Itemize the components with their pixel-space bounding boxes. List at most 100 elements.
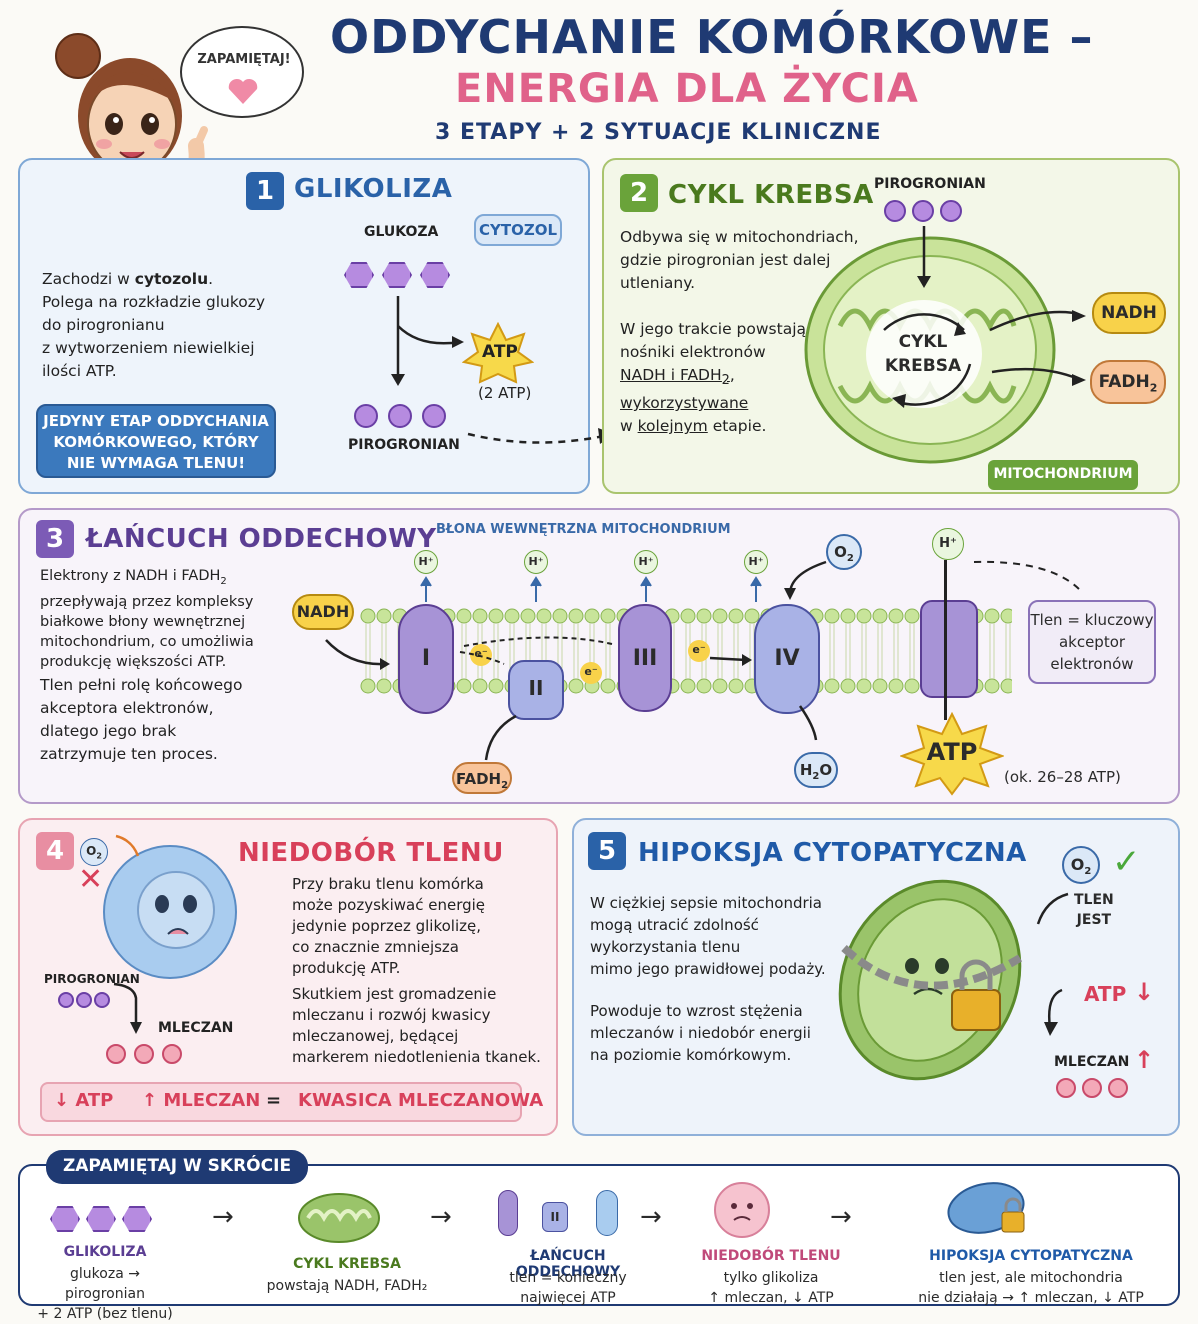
glukoza-label: GLUKOZA [364, 224, 439, 240]
proton-badge: H⁺ [634, 550, 658, 574]
speech-bubble-text: ZAPAMIĘTAJ! [197, 52, 291, 67]
hipoksja-atp-label: ATP [1084, 982, 1127, 1006]
heart-icon [228, 78, 258, 104]
summary-arrow: → [430, 1202, 452, 1232]
step-number-5: 5 [588, 832, 626, 870]
mini-complex-icon [596, 1190, 618, 1236]
panel-title-niedobor: NIEDOBÓR TLENU [238, 838, 504, 868]
summary-desc-niedobor: tylko glikoliza ↑ mleczan, ↓ ATP [708, 1270, 834, 1306]
summary-title-hipoksja: HIPOKSJA CYTOPATYCZNA [929, 1248, 1133, 1264]
lactate-dot [1108, 1078, 1128, 1098]
complex-II-label: II [528, 676, 544, 700]
nadh-badge: NADH [1092, 292, 1166, 334]
nadh-badge: NADH [292, 594, 354, 630]
fadh2-badge: FADH2 [1090, 360, 1166, 404]
atp-star-icon [900, 712, 1004, 796]
complex-II [508, 660, 564, 720]
complex-III-label: III [632, 646, 658, 671]
panel-title-glikoliza: GLIKOLIZA [294, 174, 453, 204]
atp-synthase-arrow [944, 560, 947, 720]
lactate-dot [1056, 1078, 1076, 1098]
mini-complex-icon [498, 1190, 518, 1236]
complex-III [618, 604, 672, 712]
oxygen-badge: O2 [826, 534, 862, 570]
sad-cell-illustration [103, 834, 237, 979]
atp-label: ATP [926, 738, 978, 766]
pyruvate-dot [884, 200, 906, 222]
pirogronian-label: PIROGRONIAN [348, 437, 460, 453]
checkmark-icon: ✓ [1112, 842, 1141, 882]
summary-label: ZAPAMIĘTAJ W SKRÓCIE [46, 1150, 308, 1184]
summary-title-krebs: CYKL KREBSA [293, 1256, 401, 1272]
lancuch-description: Elektrony z NADH i FADH2 przepływają prz… [40, 568, 254, 670]
pyruvate-dot [354, 404, 378, 428]
pyruvate-dot [388, 404, 412, 428]
summary-desc-krebs: powstają NADH, FADH₂ [266, 1278, 428, 1294]
oxygen-badge: O2 [1062, 846, 1100, 884]
arrow-up-icon: ↑ [1134, 1046, 1155, 1074]
summary-desc-hipoksja: tlen jest, ale mitochondria nie działają… [918, 1270, 1144, 1306]
cross-icon: ✕ [78, 862, 104, 897]
panel-title-hipoksja: HIPOKSJA CYTOPATYCZNA [638, 838, 1027, 868]
krebs-description-2: W jego trakcie powstają nośniki elektron… [620, 320, 807, 436]
lactate-dot [1082, 1078, 1102, 1098]
dashed-arrow-to-krebs [467, 428, 614, 444]
product-arrowheads [1072, 310, 1086, 386]
panel-title-lancuch: ŁAŃCUCH ODDECHOWY [86, 524, 437, 554]
page-title-line2: ENERGIA DLA ŻYCIA [455, 66, 919, 112]
proton-badge: H⁺ [524, 550, 548, 574]
locked-mitochondrium-illustration [838, 879, 1023, 1081]
fadh2-badge: FADH2 [452, 762, 512, 794]
mitochondrium-icon [298, 1193, 380, 1243]
hipoksja-mleczan-label: MLECZAN [1054, 1054, 1130, 1070]
proton-badge: H⁺ [932, 528, 964, 560]
glucose-hexagon [382, 262, 412, 288]
atp-yield-note: (ok. 26–28 ATP) [1004, 768, 1121, 786]
summary-arrow: → [212, 1202, 234, 1232]
equation-mleczan: ↑ MLECZAN [142, 1090, 261, 1111]
mini-complex-II-icon: II [542, 1202, 568, 1232]
equation-equals: = [266, 1090, 282, 1111]
summary-title-niedobor: NIEDOBÓR TLENU [701, 1248, 841, 1264]
glucose-hexagon [122, 1206, 152, 1232]
page-subtitle: 3 ETAPY + 2 SYTUACJE KLINICZNE [435, 120, 882, 145]
mleczan-label: MLECZAN [158, 1020, 234, 1036]
summary-desc-glikoliza: glukoza → pirogronian + 2 ATP (bez tlenu… [37, 1266, 173, 1322]
oxygen-badge: O2 [80, 838, 108, 866]
electron-badge: e⁻ [688, 640, 710, 662]
summary-arrow: → [830, 1202, 852, 1232]
niedobor-description: Przy braku tlenu komórka może pozyskiwać… [292, 875, 486, 977]
electron-badge: e⁻ [470, 644, 492, 666]
atp-synthase [920, 600, 978, 698]
equation-result: KWASICA MLECZANOWA [298, 1090, 544, 1111]
lactic-acidosis-equation [40, 1082, 522, 1122]
glucose-hexagon [420, 262, 450, 288]
glucose-hexagon [86, 1206, 116, 1232]
lactate-dot [134, 1044, 154, 1064]
electron-badge: e⁻ [580, 662, 602, 684]
step-number-3: 3 [36, 520, 74, 558]
atp-star-icon [462, 322, 534, 384]
step-number-1: 1 [246, 172, 284, 210]
lactate-dot [162, 1044, 182, 1064]
complex-I [398, 604, 454, 714]
atp-note: (2 ATP) [478, 384, 532, 402]
lactate-arrow [113, 982, 142, 1034]
pyruvate-dot [58, 992, 74, 1008]
tlen-jest-label: TLEN JEST [1074, 892, 1114, 928]
glucose-hexagon [344, 262, 374, 288]
page-title: ODDYCHANIE KOMÓRKOWE – [330, 10, 1094, 64]
proton-badge: H⁺ [744, 550, 768, 574]
locked-mitochondrium-icon [947, 1182, 1025, 1234]
glycolysis-arrows [391, 296, 464, 386]
hipoksja-description: W ciężkiej sepsie mitochondria mogą utra… [590, 894, 826, 978]
oxygen-acceptor-box: Tlen = kluczowy akceptor elektronów [1028, 600, 1156, 684]
hipoksja-description-2: Powoduje to wzrost stężenia mleczanów i … [590, 1002, 811, 1064]
water-badge: H2O [794, 752, 838, 788]
niedobor-description-2: Skutkiem jest gromadzenie mleczanu i roz… [292, 985, 541, 1066]
krebs-pirogronian-label: PIROGRONIAN [874, 176, 986, 192]
krebs-cycle-label: CYKL KREBSA [884, 332, 962, 376]
mitochondrium-label: MITOCHONDRIUM [988, 460, 1138, 490]
pyruvate-dot [912, 200, 934, 222]
membrane-label: BŁONA WEWNĘTRZNA MITOCHONDRIUM [436, 522, 731, 537]
